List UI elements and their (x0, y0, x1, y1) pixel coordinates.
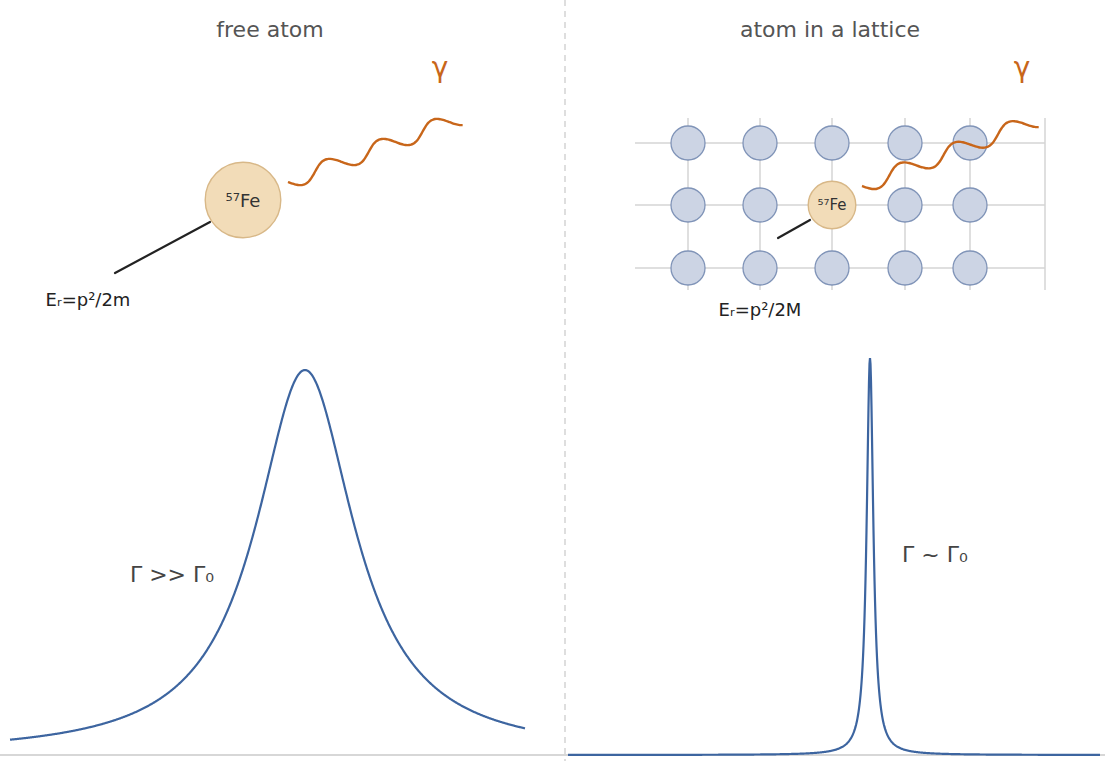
recoil-energy: Eᵣ=p²/2m (46, 290, 131, 310)
panel-heading: free atom (216, 18, 323, 42)
panel-divider (564, 0, 565, 761)
nucleus-shape (808, 181, 856, 229)
lattice-atom (888, 126, 922, 160)
lattice-atom (953, 188, 987, 222)
nucleus-circle: ⁵⁷Fe (204, 161, 282, 239)
broad-line (10, 370, 525, 740)
lattice-atom (743, 188, 777, 222)
element-label: ⁵⁷Fe (817, 196, 846, 214)
lattice-atom (953, 126, 987, 160)
lattice-atom (671, 188, 705, 222)
lattice-atom (815, 126, 849, 160)
narrow-line (568, 358, 1100, 755)
lattice-atom (815, 251, 849, 285)
lattice-atom (743, 126, 777, 160)
lattice-atom (888, 188, 922, 222)
linewidth-note: Γ ~ Γ₀ (902, 543, 968, 567)
recoil-track (115, 222, 210, 273)
recoil-energy: Eᵣ=p²/2M (719, 300, 802, 320)
nucleus-text: ⁵⁷Fe (204, 161, 282, 239)
gamma-symbol: γ (432, 53, 449, 84)
panel-heading: atom in a lattice (740, 18, 920, 42)
lattice-atom (888, 251, 922, 285)
nucleus-circle: ⁵⁷Fe (807, 180, 857, 230)
gamma-wave (862, 121, 1039, 189)
lattice-atom (743, 251, 777, 285)
lattice-grid (635, 118, 1045, 290)
nucleus-text: ⁵⁷Fe (807, 180, 857, 230)
lattice-atom (671, 251, 705, 285)
element-label: ⁵⁷Fe (226, 190, 261, 211)
recoil-track (778, 220, 810, 238)
recoil-and-gamma (115, 119, 1039, 273)
lattice-atom (953, 251, 987, 285)
linewidth-note: Γ >> Γ₀ (130, 563, 214, 587)
gamma-symbol: γ (1014, 53, 1031, 84)
grid-line (1044, 118, 1046, 290)
lattice-atoms (671, 126, 987, 285)
nucleus-shape (205, 162, 281, 238)
lattice-atom (671, 126, 705, 160)
gamma-wave (288, 119, 463, 185)
emission-lines (10, 358, 1100, 755)
